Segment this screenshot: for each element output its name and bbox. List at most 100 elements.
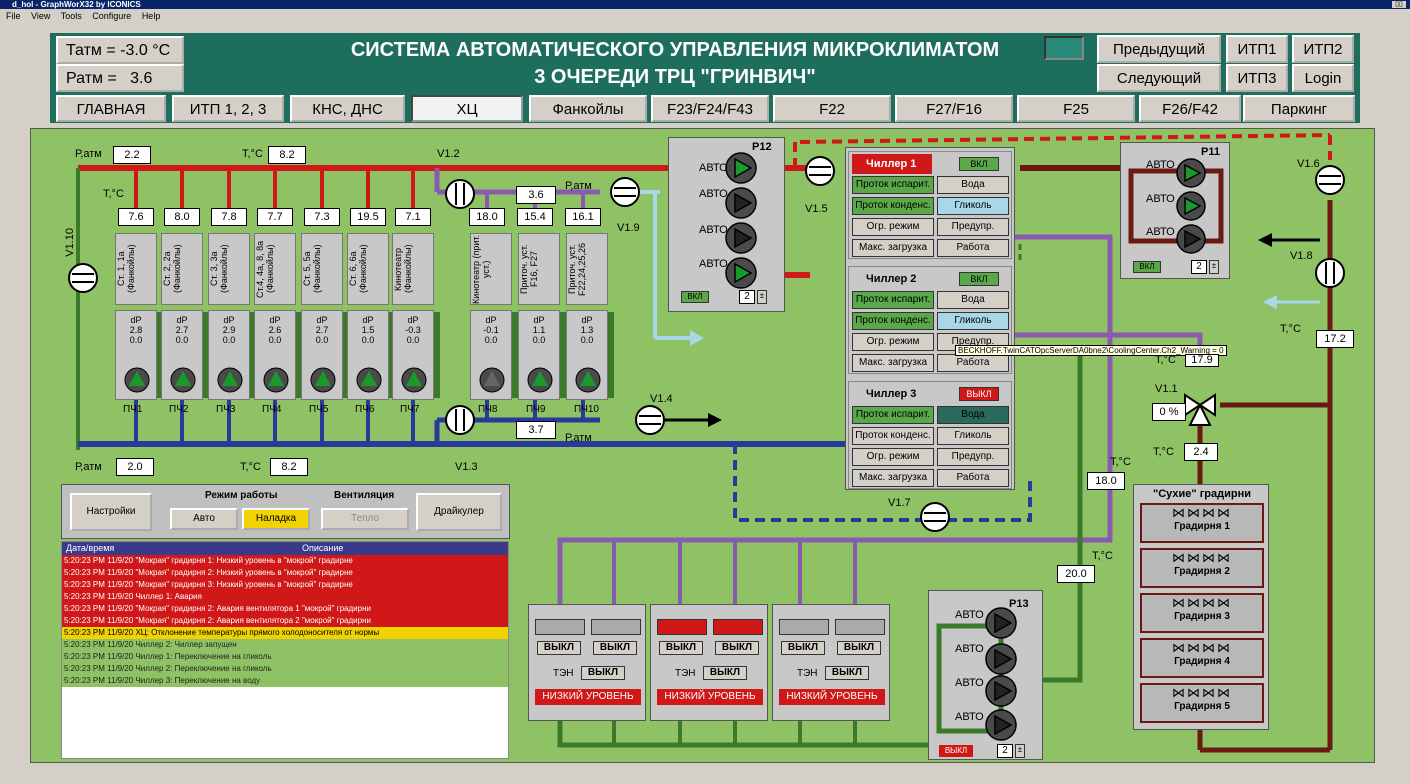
alarm-row[interactable]: 5:20:23 PM 11/9/20 ХЦ: Отклонение темпер… [62, 627, 508, 639]
dry-cooler-5[interactable]: ⋈⋈⋈⋈ Градирня 5 [1140, 683, 1264, 723]
wet-3-ten-button[interactable]: ВЫКЛ [825, 666, 869, 680]
p13-off-button[interactable]: ВЫКЛ [939, 745, 973, 757]
pump-icon-7[interactable] [399, 365, 429, 395]
wet-2-fan2-button[interactable]: ВЫКЛ [715, 641, 759, 655]
wet-1-fan1-button[interactable]: ВЫКЛ [537, 641, 581, 655]
itp2-button[interactable]: ИТП2 [1292, 35, 1354, 63]
dry-cooler-3[interactable]: ⋈⋈⋈⋈ Градирня 3 [1140, 593, 1264, 633]
wet-1-low-level: НИЗКИЙ УРОВЕНЬ [535, 689, 641, 705]
wet-3-fan1-button[interactable]: ВЫКЛ [781, 641, 825, 655]
tab-f25[interactable]: F25 [1017, 95, 1135, 122]
wet-2-fan1-button[interactable]: ВЫКЛ [659, 641, 703, 655]
tab-fancoils[interactable]: Фанкойлы [529, 95, 647, 122]
unit-dp-label-6: dP [362, 315, 374, 325]
alarm-row[interactable]: 5:20:23 PM 11/9/20 Чиллер 1: Переключени… [62, 651, 508, 663]
tab-f26[interactable]: F26/F42 [1139, 95, 1241, 122]
p11-stepper[interactable]: ± [1209, 260, 1219, 274]
dry-cooler-4[interactable]: ⋈⋈⋈⋈ Градирня 4 [1140, 638, 1264, 678]
alarm-row[interactable]: 5:20:23 PM 11/9/20 "Мокрая" градирня 1: … [62, 555, 508, 567]
pump-icon-9[interactable] [525, 365, 555, 395]
wet-3-fan2-button[interactable]: ВЫКЛ [837, 641, 881, 655]
menu-view[interactable]: View [31, 11, 51, 21]
p13-stepper[interactable]: ± [1015, 744, 1025, 758]
alarm-row[interactable]: 5:20:23 PM 11/9/20 Чиллер 2: Чиллер запу… [62, 639, 508, 651]
tab-parking[interactable]: Паркинг [1243, 95, 1355, 122]
drycooler-button[interactable]: Драйкулер [416, 493, 502, 531]
menu-tools[interactable]: Tools [60, 11, 82, 21]
p12-stepper[interactable]: ± [757, 290, 767, 304]
menu-help[interactable]: Help [141, 11, 161, 21]
tab-main[interactable]: ГЛАВНАЯ [56, 95, 166, 122]
mode-auto-button[interactable]: Авто [170, 508, 238, 530]
login-button[interactable]: Login [1292, 64, 1354, 92]
menu-file[interactable]: File [6, 11, 21, 21]
tab-f23[interactable]: F23/F24/F43 [651, 95, 769, 122]
vent-heat-button[interactable]: Тепло [321, 508, 409, 530]
p13-pumps[interactable] [929, 591, 1044, 761]
pump-icon-6[interactable] [354, 365, 384, 395]
unit-panel-8[interactable]: dP -0.1 0.0 [470, 310, 512, 400]
unit-panel-1[interactable]: dP 2.8 0.0 [115, 310, 157, 400]
menu-configure[interactable]: Configure [92, 11, 132, 21]
unit-panel-10[interactable]: dP 1.3 0.0 [566, 310, 608, 400]
pump-icon-3[interactable] [215, 365, 245, 395]
tab-itp[interactable]: ИТП 1, 2, 3 [172, 95, 284, 122]
tab-kns[interactable]: КНС, ДНС [290, 95, 405, 122]
mode-tuning-button[interactable]: Наладка [242, 508, 310, 530]
settings-button[interactable]: Настройки [70, 493, 152, 531]
supply-t-value: 8.2 [268, 146, 306, 164]
prev-button[interactable]: Предыдущий [1097, 35, 1221, 63]
p11-pumps[interactable] [1121, 143, 1231, 280]
dry-cooler-2[interactable]: ⋈⋈⋈⋈ Градирня 2 [1140, 548, 1264, 588]
itp1-button[interactable]: ИТП1 [1226, 35, 1288, 63]
unit-name-box-9: Приточ. уст. F16, F27 [518, 233, 560, 305]
unit-panel-7[interactable]: dP -0.3 0.0 [392, 310, 434, 400]
pump-icon-4[interactable] [261, 365, 291, 395]
right-t-label-1: Т,°С [1280, 323, 1301, 335]
chiller-1-status-button[interactable]: ВКЛ [959, 157, 999, 171]
pump-icon-5[interactable] [308, 365, 338, 395]
chiller-2-status-button[interactable]: ВКЛ [959, 272, 999, 286]
dry-cooler-1[interactable]: ⋈⋈⋈⋈ Градирня 1 [1140, 503, 1264, 543]
unit-panel-3[interactable]: dP 2.9 0.0 [208, 310, 250, 400]
alarm-row[interactable]: 5:20:23 PM 11/9/20 "Мокрая" градирня 2: … [62, 567, 508, 579]
pump-icon-8[interactable] [477, 365, 507, 395]
wet-1-ten-button[interactable]: ВЫКЛ [581, 666, 625, 680]
next-button[interactable]: Следующий [1097, 64, 1221, 92]
chiller-1-glycol: Гликоль [937, 197, 1009, 215]
return-p-value: 2.0 [116, 458, 154, 476]
mid-p-top-value: 3.6 [516, 186, 556, 204]
alarm-row[interactable]: 5:20:23 PM 11/9/20 "Мокрая" градирня 2: … [62, 603, 508, 615]
alarm-row[interactable]: 5:20:23 PM 11/9/20 Чиллер 2: Переключени… [62, 663, 508, 675]
unit-panel-4[interactable]: dP 2.6 0.0 [254, 310, 296, 400]
alarm-row[interactable]: 5:20:23 PM 11/9/20 Чиллер 3: Переключени… [62, 675, 508, 687]
unit-panel-6[interactable]: dP 1.5 0.0 [347, 310, 389, 400]
tab-f22[interactable]: F22 [773, 95, 891, 122]
alarm-row[interactable]: 5:20:23 PM 11/9/20 Чиллер 1: Авария [62, 591, 508, 603]
tab-hc[interactable]: ХЦ [411, 95, 523, 122]
alarm-desc: ХЦ: Отклонение температуры прямого холод… [135, 628, 380, 637]
alarm-row[interactable]: 5:20:23 PM 11/9/20 "Мокрая" градирня 3: … [62, 579, 508, 591]
unit-dp-4: 2.6 [268, 325, 282, 335]
unit-name-box-2: Ст. 2, 2а (Фанкойлы) [161, 233, 203, 305]
unit-panel-2[interactable]: dP 2.7 0.0 [161, 310, 203, 400]
unit-panel-5[interactable]: dP 2.7 0.0 [301, 310, 343, 400]
wet-1-fan2-button[interactable]: ВЫКЛ [593, 641, 637, 655]
itp3-button[interactable]: ИТП3 [1226, 64, 1288, 92]
p12-on-button[interactable]: ВКЛ [681, 291, 709, 303]
p11-on-button[interactable]: ВКЛ [1133, 261, 1161, 273]
pump-icon-2[interactable] [168, 365, 198, 395]
p12-pumps[interactable] [669, 138, 786, 313]
unit-panel-9[interactable]: dP 1.1 0.0 [518, 310, 560, 400]
pump-icon-10[interactable] [573, 365, 603, 395]
pump-icon-1[interactable] [122, 365, 152, 395]
unit-name-9: Приточ. уст. F16, F27 [519, 244, 539, 294]
window-controls[interactable]: ▯▯ [1392, 1, 1406, 8]
alarm-row[interactable]: 5:20:23 PM 11/9/20 "Мокрая" градирня 2: … [62, 615, 508, 627]
unit-v-9: 0.0 [532, 335, 546, 345]
tab-f27[interactable]: F27/F16 [895, 95, 1013, 122]
wet-2-ten-button[interactable]: ВЫКЛ [703, 666, 747, 680]
wet-fan-2-a-icon [657, 619, 707, 635]
unit-dp-8: -0.1 [483, 325, 499, 335]
chiller-3-status-button[interactable]: ВЫКЛ [959, 387, 999, 401]
